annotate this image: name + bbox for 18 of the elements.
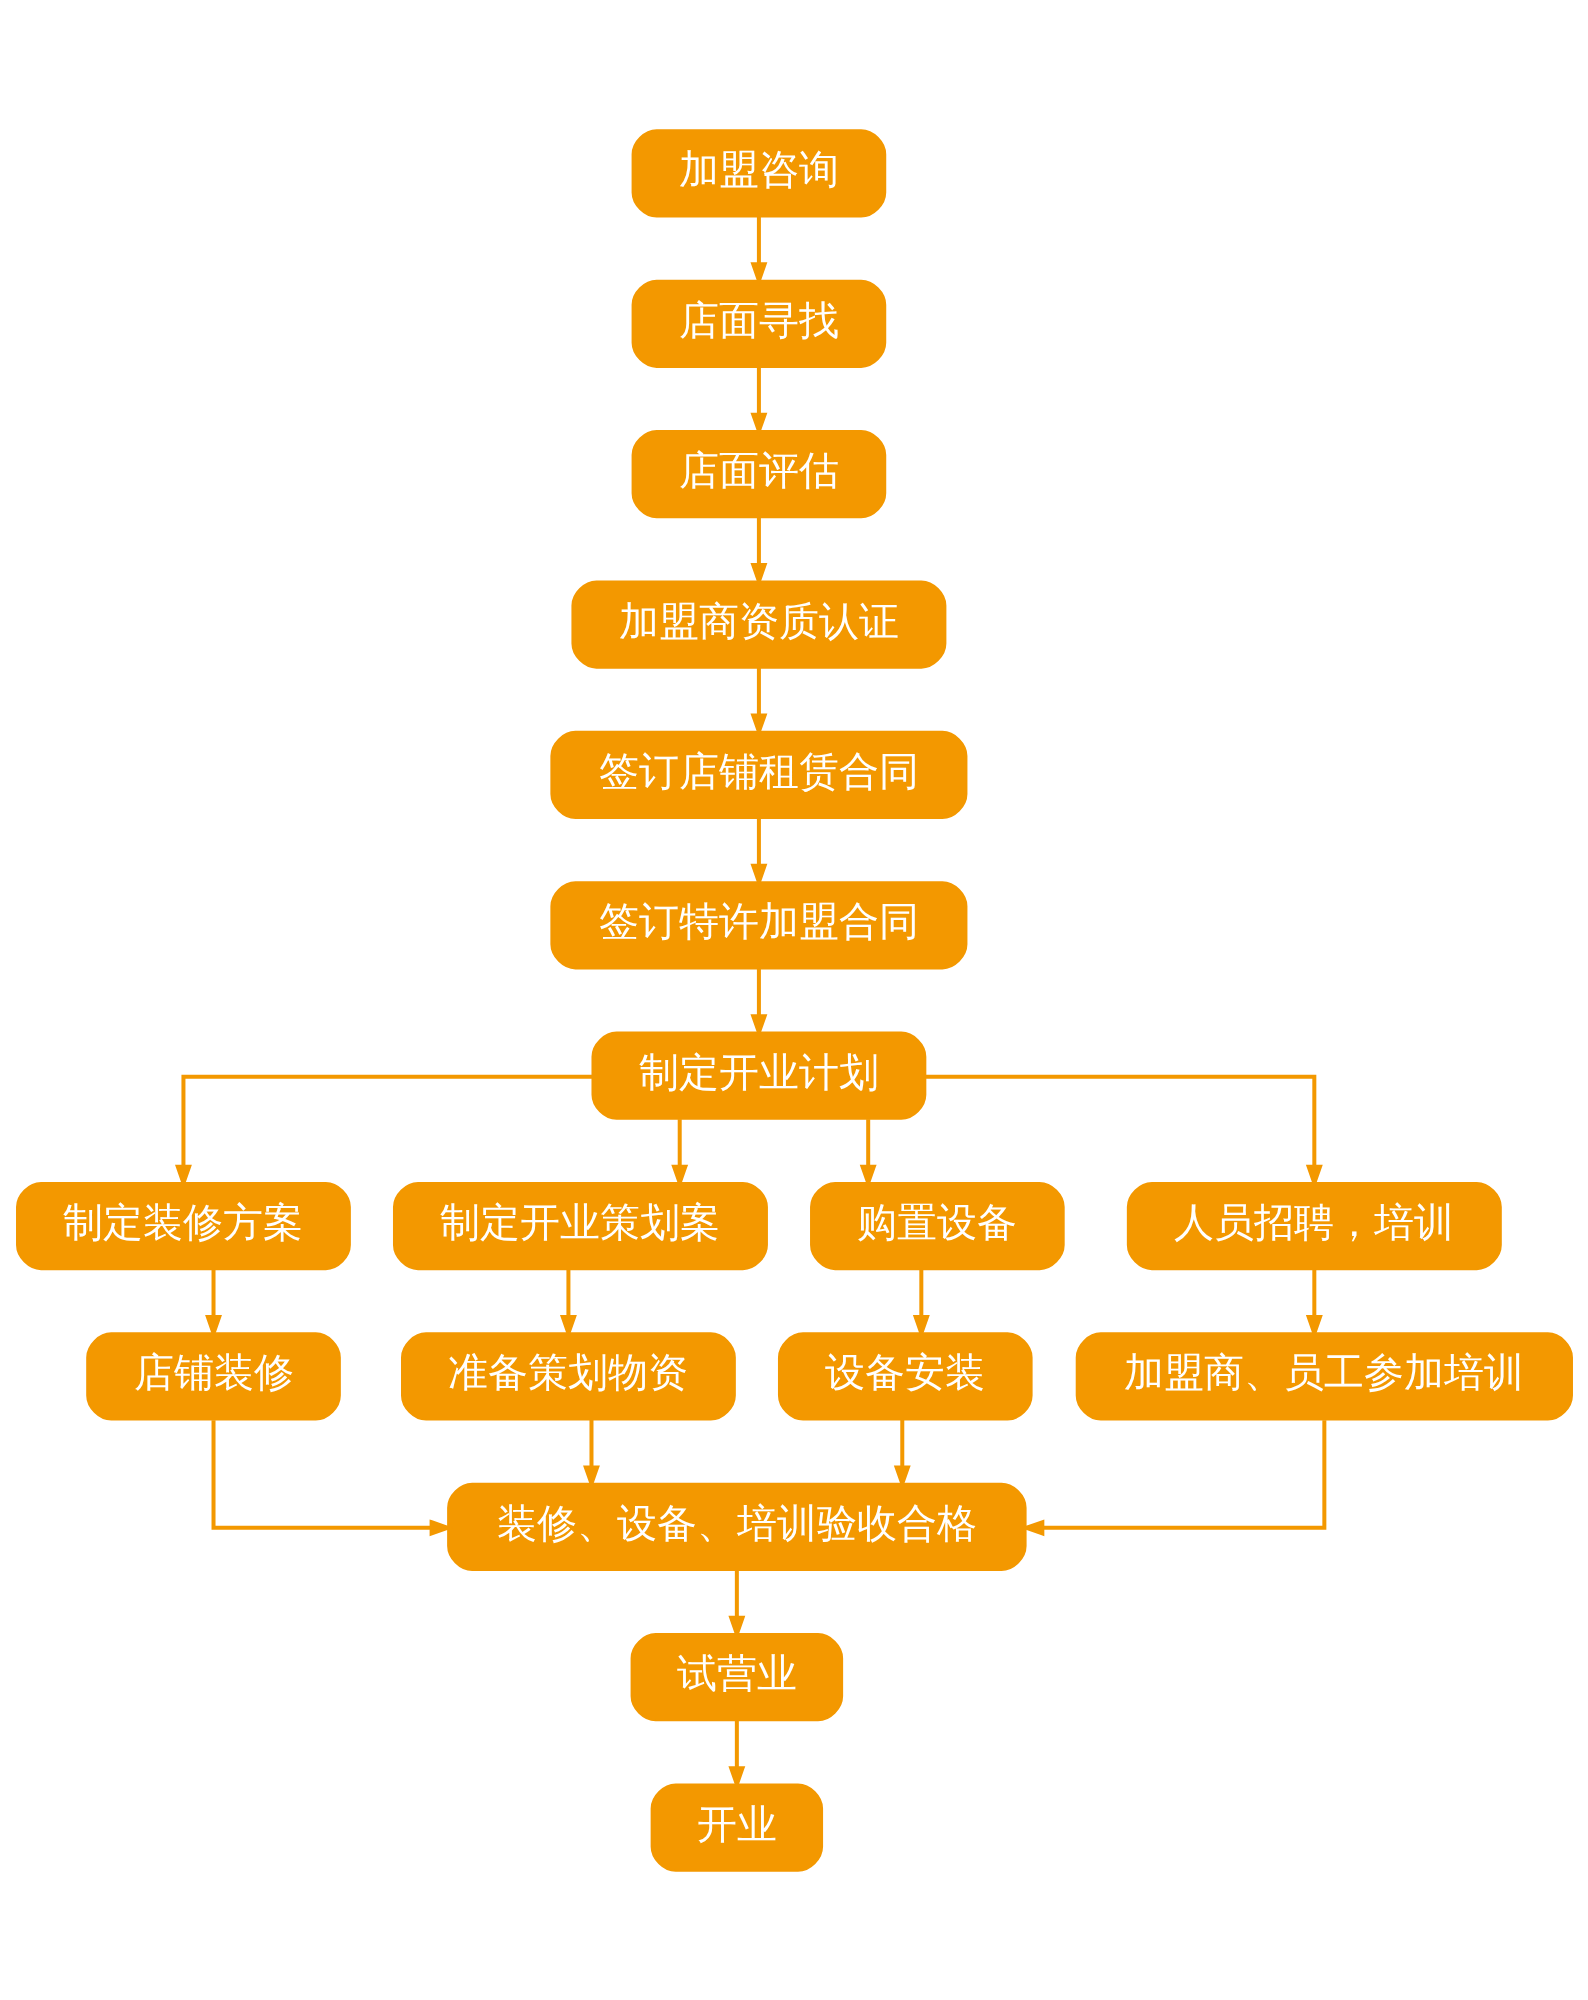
node-box: 店面寻找 [631, 279, 886, 368]
node-box: 店铺装修 [85, 1331, 341, 1421]
node-box: 准备策划物资 [400, 1331, 736, 1421]
node-box: 试营业 [630, 1632, 843, 1721]
node-box: 制定装修方案 [15, 1181, 351, 1270]
node-box: 签订特许加盟合同 [549, 880, 967, 969]
node-box: 设备安装 [777, 1331, 1033, 1421]
node-box: 加盟商资质认证 [570, 579, 946, 669]
node-box: 人员招聘，培训 [1126, 1181, 1502, 1270]
node-box: 签订店铺租赁合同 [549, 730, 967, 819]
node-box: 开业 [650, 1783, 823, 1872]
node-box: 制定开业计划 [591, 1031, 926, 1120]
node-box: 加盟商、员工参加培训 [1075, 1331, 1573, 1421]
node-box: 购置设备 [809, 1181, 1065, 1270]
node-box: 装修、设备、培训验收合格 [446, 1482, 1027, 1571]
node-box: 店面评估 [631, 429, 886, 518]
node-box: 加盟咨询 [631, 128, 886, 217]
node-box: 制定开业策划案 [392, 1181, 768, 1270]
